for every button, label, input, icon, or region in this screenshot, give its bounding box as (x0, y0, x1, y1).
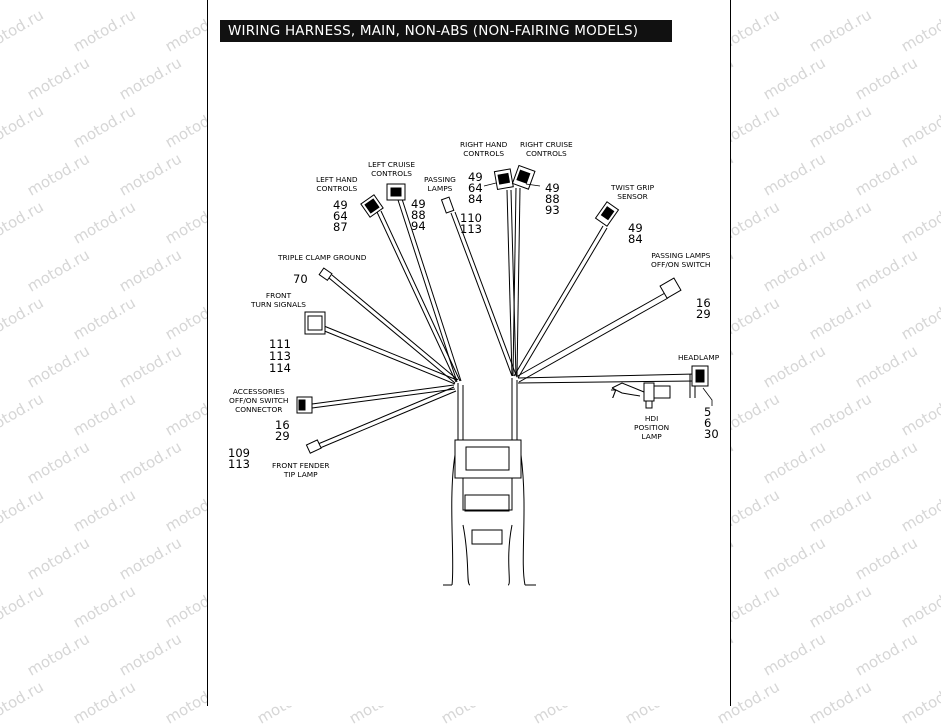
connector-right-hand-icon (493, 168, 514, 191)
headlamp-connector-icon (691, 365, 709, 387)
connector-left-cruise-icon (386, 183, 406, 201)
triple-clamp-ground-label: TRIPLE CLAMP GROUND (278, 253, 367, 262)
harness-bracket (443, 439, 536, 586)
wire-triple-clamp (328, 274, 459, 384)
wire-right-cruise (512, 187, 521, 377)
hdi-lamp-icon (643, 382, 671, 409)
headlamp-label: HEADLAMP (678, 353, 720, 362)
wire-fender-tip (317, 386, 457, 449)
connector-passing-switch-icon (659, 277, 682, 299)
wire-left-hand-controls (376, 210, 461, 383)
connector-twist-grip-icon (594, 201, 620, 227)
wire-right-hand (506, 189, 517, 377)
connector-passing-lamps-icon (440, 196, 455, 214)
wire-passing-lamps (450, 211, 517, 377)
connector-accessories-icon (296, 396, 313, 414)
wire-passing-switch (515, 292, 669, 383)
wire-accessories (311, 384, 456, 409)
connector-front-turn-icon (304, 311, 326, 335)
hdi-number: 7 (610, 387, 618, 401)
connector-triple-clamp-icon (318, 267, 333, 282)
triple-clamp-number: 70 (293, 272, 308, 286)
wire-front-turn (321, 325, 458, 385)
wiring-diagram (296, 164, 713, 586)
wire-left-cruise (397, 198, 462, 383)
hdi-leader (611, 382, 645, 393)
connector-right-cruise-icon (511, 164, 536, 190)
wire-twist-grip (513, 225, 608, 379)
page-title: WIRING HARNESS, MAIN, NON-ABS (NON-FAIRI… (220, 20, 672, 42)
diagram-page (207, 0, 731, 706)
wire-headlamp (517, 373, 696, 398)
connector-fender-tip-icon (305, 439, 322, 454)
connector-left-hand-icon (360, 194, 384, 218)
